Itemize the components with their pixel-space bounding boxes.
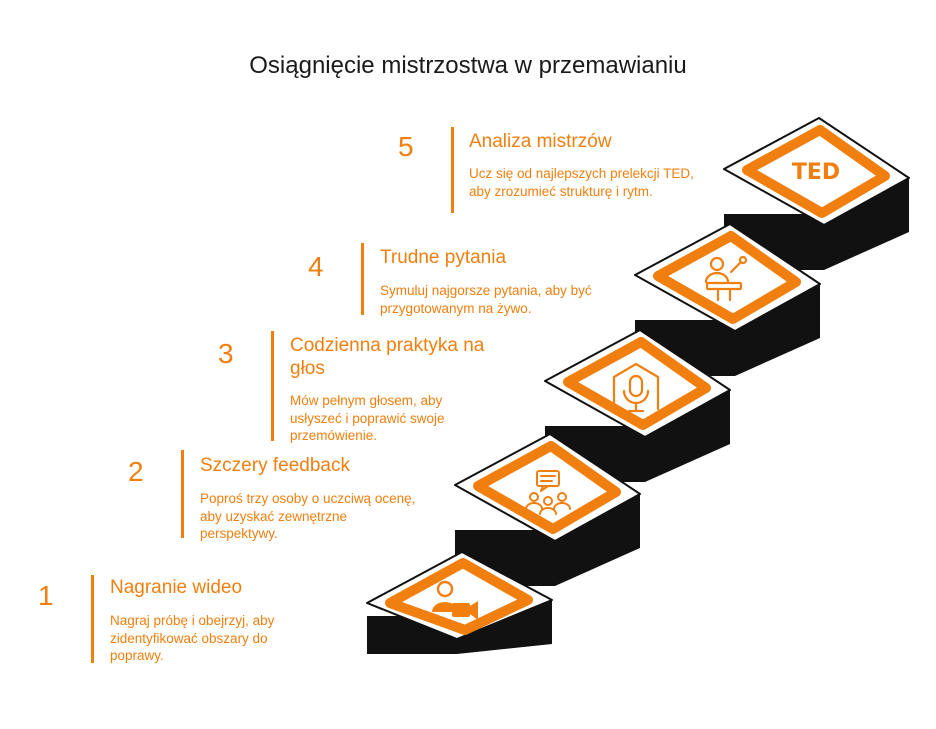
step-3-block xyxy=(544,329,731,482)
step-2-bar xyxy=(181,450,184,538)
step-5-number: 5 xyxy=(398,131,414,162)
step-5-bar xyxy=(451,127,454,213)
step-3-bar xyxy=(271,331,274,441)
step-4-description: Symuluj najgorsze pytania, aby być przyg… xyxy=(380,283,592,316)
step-2-number: 2 xyxy=(128,456,144,487)
page-title: Osiągnięcie mistrzostwa w przemawianiu xyxy=(249,52,687,79)
step-3-number: 3 xyxy=(218,338,234,369)
step-3-description: Mów pełnym głosem, aby usłyszeć i popraw… xyxy=(290,393,445,444)
step-4-number: 4 xyxy=(308,251,324,282)
microphone-icon xyxy=(612,362,660,413)
person-video-camera-icon xyxy=(432,580,478,620)
step-4-bar xyxy=(361,243,364,315)
step-1-title: Nagranie wideo xyxy=(110,577,243,598)
ted-logo-icon: TED xyxy=(792,160,840,185)
step-1-block xyxy=(366,551,553,654)
step-5-title: Analiza mistrzów xyxy=(469,131,612,152)
step-1-bar xyxy=(91,575,94,663)
step-5-description: Ucz się od najlepszych prelekcji TED, ab… xyxy=(469,166,694,199)
step-3-title: Codzienna praktyka na głos xyxy=(290,335,485,380)
step-1-description: Nagraj próbę i obejrzyj, aby zidentyfiko… xyxy=(110,613,275,664)
step-4-block xyxy=(634,223,821,376)
step-4-title: Trudne pytania xyxy=(380,247,507,268)
group-feedback-icon xyxy=(525,470,571,515)
step-1-number: 1 xyxy=(38,580,54,611)
speaker-podium-icon xyxy=(704,255,748,302)
step-2-description: Poproś trzy osoby o uczciwą ocenę, aby u… xyxy=(200,491,416,542)
step-2-title: Szczery feedback xyxy=(200,455,350,476)
